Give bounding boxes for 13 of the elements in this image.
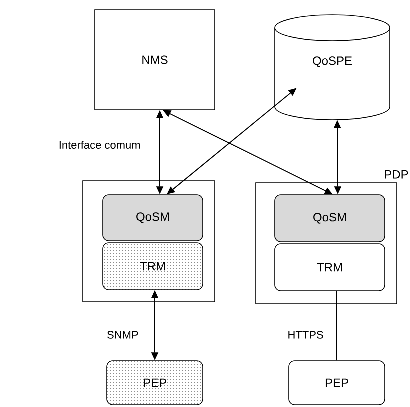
module-box: QoSM	[102, 194, 204, 242]
module-box: TRM	[274, 244, 386, 292]
edge-label: HTTPS	[286, 330, 325, 340]
module-box: PEP	[106, 360, 204, 406]
database-cylinder: QoSPE	[274, 14, 390, 120]
edge-label: SNMP	[106, 330, 140, 340]
edge-label: Interface comum	[58, 140, 142, 150]
module-box: QoSM	[274, 194, 386, 242]
system-box: NMS	[94, 10, 216, 110]
container-box	[82, 180, 216, 302]
module-box: TRM	[102, 242, 204, 290]
module-box: PEP	[288, 360, 386, 406]
node-label: PDP	[385, 170, 408, 179]
